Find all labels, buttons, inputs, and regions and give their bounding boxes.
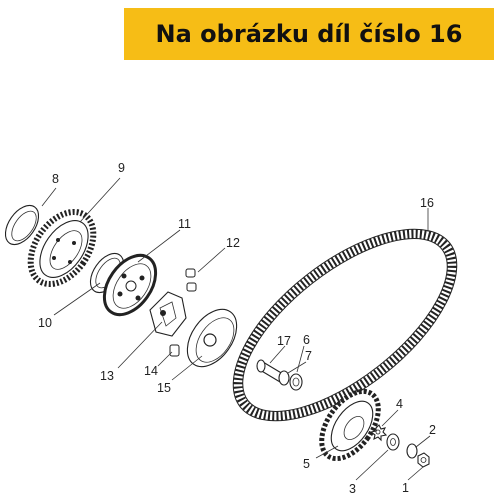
part-9-ramp-plate bbox=[27, 208, 97, 288]
callout-5: 5 bbox=[303, 457, 310, 471]
part-1-nut bbox=[417, 452, 430, 468]
part-2-washer bbox=[406, 443, 418, 459]
banner-title: Na obrázku díl číslo 16 bbox=[155, 20, 463, 48]
callout-15: 15 bbox=[157, 381, 171, 395]
part-15-pulley-face bbox=[186, 308, 238, 368]
part-3-lock-washer bbox=[386, 433, 400, 451]
callout-4: 4 bbox=[396, 397, 403, 411]
callout-6: 6 bbox=[303, 333, 310, 347]
callout-1: 1 bbox=[402, 481, 409, 495]
callout-2: 2 bbox=[429, 423, 436, 437]
callout-7: 7 bbox=[305, 349, 312, 363]
callout-9: 9 bbox=[118, 161, 125, 175]
part-4-star-washer bbox=[369, 424, 388, 442]
callout-17: 17 bbox=[277, 334, 291, 348]
callout-14: 14 bbox=[144, 364, 158, 378]
part-7-washer bbox=[278, 370, 290, 386]
part-5-fan-pulley bbox=[319, 388, 381, 462]
part-6-washer bbox=[289, 373, 303, 391]
callout-10: 10 bbox=[38, 316, 52, 330]
callout-13: 13 bbox=[100, 369, 114, 383]
callout-11: 11 bbox=[178, 217, 191, 231]
part-17-spacer bbox=[256, 359, 284, 383]
leader-lines bbox=[41, 177, 431, 481]
callout-3: 3 bbox=[349, 482, 356, 496]
part-14-pin bbox=[169, 344, 180, 357]
callout-16: 16 bbox=[420, 196, 434, 210]
callout-8: 8 bbox=[52, 172, 59, 186]
part-12-roller-weights bbox=[185, 268, 197, 292]
part-11-pulley-half bbox=[102, 253, 158, 317]
part-8-ring bbox=[4, 204, 40, 246]
callout-labels: 8 9 10 11 12 13 14 15 16 17 6 7 4 5 3 2 … bbox=[38, 161, 436, 496]
part-16-drive-belt bbox=[232, 228, 458, 422]
part-number-banner: Na obrázku díl číslo 16 bbox=[124, 8, 494, 60]
callout-12: 12 bbox=[226, 236, 240, 250]
